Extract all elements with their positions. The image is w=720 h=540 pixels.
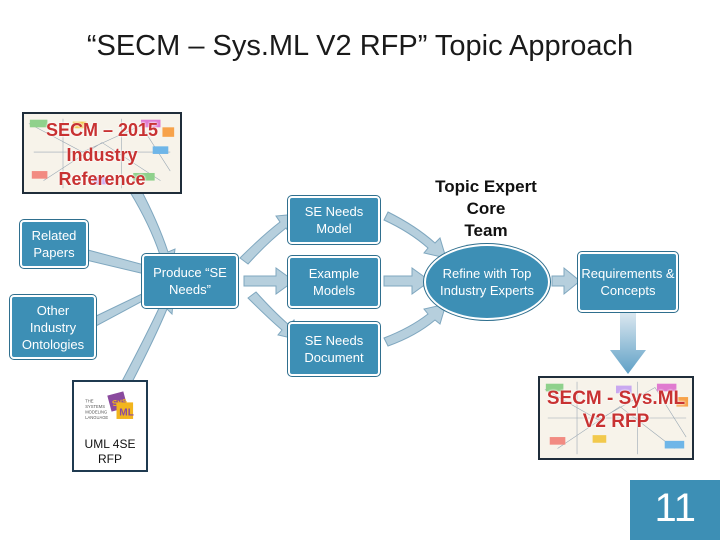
rfp-label-line2: V2 RFP [582, 411, 650, 432]
produce-se-needs-box: Produce “SE Needs” [142, 254, 238, 308]
produce-label: Produce “SE Needs” [153, 265, 227, 297]
requirements-box: Requirements & Concepts [578, 252, 678, 312]
arrow-refine-to-requirements [551, 266, 581, 296]
core-team-line3: Team [464, 221, 508, 240]
svg-text:MODELING: MODELING [85, 409, 107, 414]
slide-corner-block [630, 480, 720, 540]
arrow-model-to-refine [383, 211, 447, 259]
svg-text:ML: ML [119, 407, 134, 418]
se-needs-model-label: SE Needs Model [304, 204, 364, 236]
refine-circle: Refine with Top Industry Experts [424, 244, 550, 320]
rfp-diagram-thumbnail [544, 381, 689, 455]
secm-label-line2: Industry [66, 145, 138, 165]
secm-2015-image: SECM – 2015 Industry Reference [22, 112, 182, 194]
arrow-requirements-to-result [610, 312, 646, 374]
uml4se-label: UML 4SE RFP [84, 437, 136, 466]
secm-label-line3: Reference [58, 169, 146, 189]
arrow-examples-to-refine [383, 267, 431, 295]
slide-title: “SECM – Sys.ML V2 RFP” Topic Approach [86, 30, 634, 62]
svg-text:Sys: Sys [111, 396, 128, 409]
rfp-label-line1: SECM - Sys.ML [546, 388, 686, 409]
slide-number: 11 [654, 486, 696, 530]
se-needs-document-box: SE Needs Document [288, 322, 380, 376]
other-ontologies-box: Other Industry Ontologies [10, 295, 96, 359]
sysml-logo-text: THE [85, 398, 93, 403]
svg-text:LANGUAGE: LANGUAGE [85, 415, 108, 420]
related-papers-box: Related Papers [20, 220, 88, 268]
secm-sysml-rfp-image: SECM - Sys.ML V2 RFP [538, 376, 694, 460]
core-team-line2: Core [466, 199, 506, 218]
se-needs-model-box: SE Needs Model [288, 196, 380, 244]
core-team-label: Topic Expert Core Team [420, 176, 552, 242]
secm-diagram-thumbnail [28, 118, 175, 189]
core-team-line1: Topic Expert [435, 177, 537, 196]
arrow-produce-to-examples [243, 267, 295, 295]
requirements-label: Requirements & Concepts [581, 266, 675, 298]
example-models-box: Example Models [288, 256, 380, 308]
sysml-logo: THE SYSTEMS MODELING LANGUAGE ML Sys [85, 391, 134, 420]
arrow-document-to-refine [383, 303, 447, 347]
refine-label: Refine with Top Industry Experts [440, 266, 534, 298]
secm-label-line1: SECM – 2015 [45, 120, 159, 140]
uml4se-panel: THE SYSTEMS MODELING LANGUAGE ML Sys UML… [72, 380, 148, 472]
svg-text:SYSTEMS: SYSTEMS [85, 404, 105, 409]
related-papers-label: Related Papers [31, 228, 77, 260]
other-ontologies-label: Other Industry Ontologies [21, 302, 85, 352]
example-models-label: Example Models [308, 266, 360, 298]
se-needs-document-label: SE Needs Document [304, 333, 364, 365]
